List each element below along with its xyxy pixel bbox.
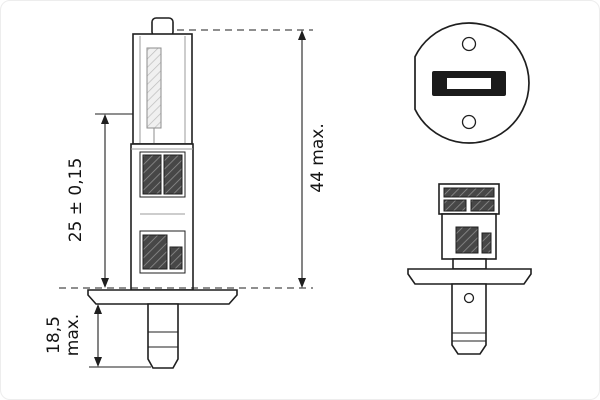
flange-disc: [87, 289, 238, 305]
dim-label-18-5-line1: 18,5: [44, 316, 64, 354]
front-window: [455, 226, 479, 254]
front-pin: [451, 283, 487, 355]
dim-label-44: 44 max.: [308, 123, 328, 192]
index-hole-bottom: [461, 114, 477, 130]
dimension-18-5: [89, 304, 151, 368]
index-hole-top: [461, 36, 477, 52]
front-contact-left: [443, 199, 467, 212]
contact-lower-right: [169, 246, 183, 270]
front-neck: [452, 258, 487, 270]
front-flange: [407, 268, 532, 285]
front-window-small: [481, 232, 492, 254]
bulb-side-view: [87, 17, 238, 369]
dim-label-25: 25 ± 0,15: [66, 158, 86, 243]
contact-upper-right: [163, 154, 183, 195]
contact-lower-left: [142, 234, 168, 270]
dimension-44: [298, 30, 306, 288]
glass-envelope: [132, 33, 193, 145]
dimension-lines: [59, 29, 313, 368]
front-slot: [443, 187, 495, 198]
pin-hole: [463, 292, 475, 304]
contact-slot: [447, 78, 491, 89]
bulb-top-view: [414, 22, 530, 144]
dimension-25: [95, 113, 133, 288]
filament: [146, 47, 162, 129]
contact-upper-left: [142, 154, 162, 195]
front-contact-right: [470, 199, 495, 212]
bulb-front-view: [407, 183, 532, 355]
dim-label-18-5-line2: max.: [63, 314, 83, 356]
terminal-pin: [147, 303, 179, 369]
